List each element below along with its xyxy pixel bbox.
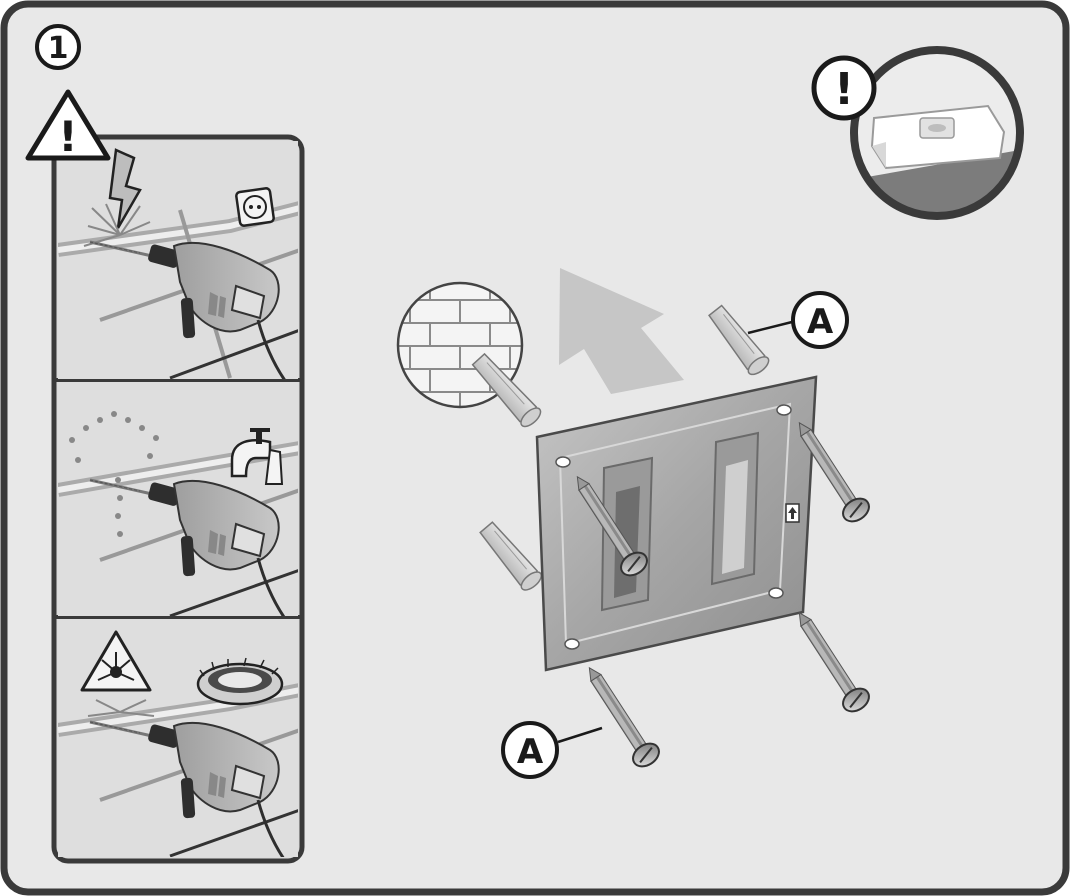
wall-plug-top-left	[471, 352, 542, 428]
spark-lines-icon	[83, 203, 151, 247]
screw-top-right	[798, 421, 870, 523]
warning-panel-column	[51, 134, 305, 864]
up-arrow-icon	[785, 503, 800, 523]
callout-letter: A	[517, 732, 544, 772]
mounting-direction-arrow	[559, 268, 684, 394]
lightning-bolt-icon	[108, 148, 142, 229]
step-number-badge: 1	[35, 24, 81, 70]
screw-bottom-right	[798, 611, 870, 713]
callout-letter: A	[807, 302, 834, 342]
water-tap-icon	[230, 428, 284, 485]
warning-panel-water-pipe	[58, 382, 298, 616]
screw-front-left	[576, 475, 648, 577]
warning-panel-gas-pipe	[58, 619, 298, 857]
step-number: 1	[48, 31, 69, 66]
warning-symbol: !	[58, 112, 77, 161]
screw-bottom-left	[588, 666, 660, 768]
mounting-hole	[555, 404, 792, 650]
wall-bracket-plate	[535, 375, 818, 672]
power-socket-icon	[235, 187, 275, 227]
spark-lines-icon	[87, 699, 155, 717]
spirit-level-callout: !	[811, 46, 1024, 220]
level-warning-symbol: !	[834, 64, 854, 115]
wall-plug-top-right	[708, 304, 770, 376]
callout-a-screw: A	[501, 721, 603, 779]
explosion-warning-icon	[80, 630, 152, 692]
spirit-level-icon	[870, 104, 1006, 170]
warning-panel-electric-cable	[58, 141, 298, 379]
callout-a-wall-plug: A	[747, 291, 849, 349]
wall-plug-bottom-left	[479, 521, 543, 591]
water-drops-icon	[69, 411, 159, 537]
gas-burner-icon	[196, 657, 284, 706]
warning-triangle-icon: !	[25, 89, 111, 161]
